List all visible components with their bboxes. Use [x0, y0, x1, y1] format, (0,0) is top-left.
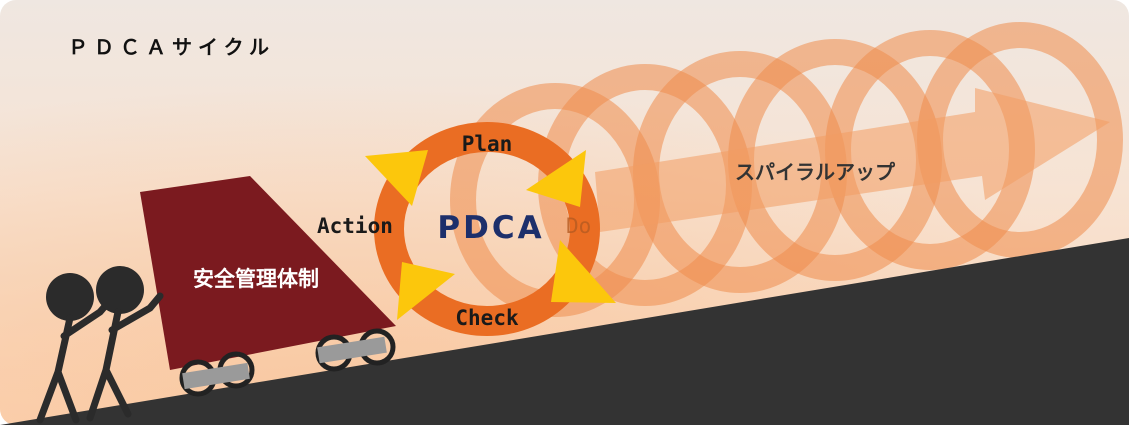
step-check: Check [455, 306, 519, 330]
step-plan: Plan [462, 132, 513, 156]
arrow-action-to-plan-icon [365, 150, 428, 206]
figure-front [86, 266, 164, 422]
cart-label: 安全管理体制 [193, 267, 319, 291]
figure-back [36, 273, 116, 424]
step-action: Action [317, 214, 393, 238]
step-do: Do [566, 214, 591, 238]
page-title: ＰＤＣＡサイクル [68, 35, 275, 59]
arrow-check-to-action-icon [397, 262, 455, 320]
spiral-label: スパイラルアップ [735, 160, 896, 184]
pdca-ring [374, 122, 600, 336]
spiral-up-arrow [595, 88, 1110, 232]
cycle-center-label: PDCA [437, 210, 544, 246]
cart: 安全管理体制 [140, 176, 396, 397]
cart-body [140, 176, 396, 370]
cart-axle [182, 362, 250, 390]
arrow-do-to-check-icon [551, 240, 616, 303]
arrow-plan-to-do-icon [526, 150, 586, 207]
pushing-figures [36, 266, 164, 424]
cycle-arrows [365, 150, 616, 320]
cart-axle [317, 336, 387, 364]
slope [0, 238, 1129, 425]
